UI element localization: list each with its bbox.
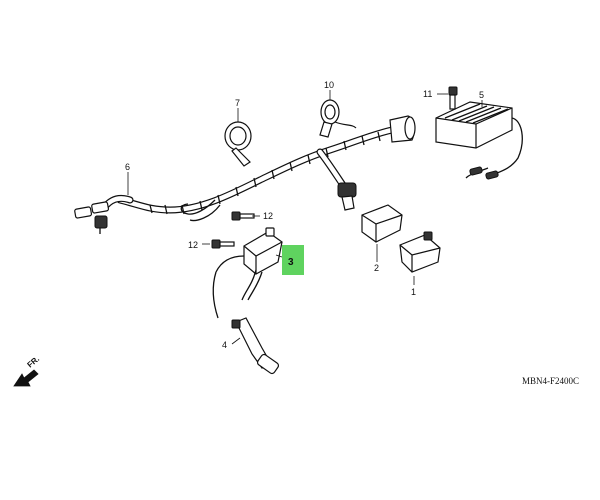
callout-6[interactable]: 6 <box>125 162 130 172</box>
callout-5[interactable]: 5 <box>479 90 484 100</box>
bolt-12-lower[interactable] <box>211 239 235 249</box>
leader-lines <box>127 90 483 345</box>
bolt-12-upper[interactable] <box>231 211 255 221</box>
part-4-plug-cap[interactable] <box>212 271 280 375</box>
callout-2[interactable]: 2 <box>374 263 379 273</box>
callout-4[interactable]: 4 <box>222 340 227 350</box>
part-3-ignition-coil[interactable] <box>215 227 283 301</box>
callout-1[interactable]: 1 <box>411 287 416 297</box>
callout-7[interactable]: 7 <box>235 98 240 108</box>
callout-12-upper[interactable]: 12 <box>263 211 273 221</box>
front-marker-label: FR. <box>26 354 42 369</box>
plug-connector[interactable] <box>337 182 357 211</box>
clamp-10[interactable] <box>319 99 357 138</box>
part-1-cap[interactable] <box>399 231 441 273</box>
callout-11[interactable]: 11 <box>423 89 432 99</box>
bolt-11[interactable] <box>448 86 458 110</box>
clamp-7[interactable] <box>224 121 252 167</box>
callout-3-highlight <box>282 245 304 275</box>
callout-12-lower[interactable]: 12 <box>188 240 198 250</box>
front-arrow-icon <box>13 369 39 387</box>
part-2-box[interactable] <box>361 204 403 243</box>
harness-boot[interactable] <box>389 115 416 143</box>
callout-10[interactable]: 10 <box>324 80 334 90</box>
callout-3[interactable]: 3 <box>288 257 294 268</box>
diagram-reference-code: MBN4-F2400C <box>522 376 579 386</box>
part-5-regulator[interactable] <box>435 101 523 180</box>
wire-harness[interactable] <box>100 126 396 222</box>
harness-left-connector[interactable] <box>74 201 110 234</box>
